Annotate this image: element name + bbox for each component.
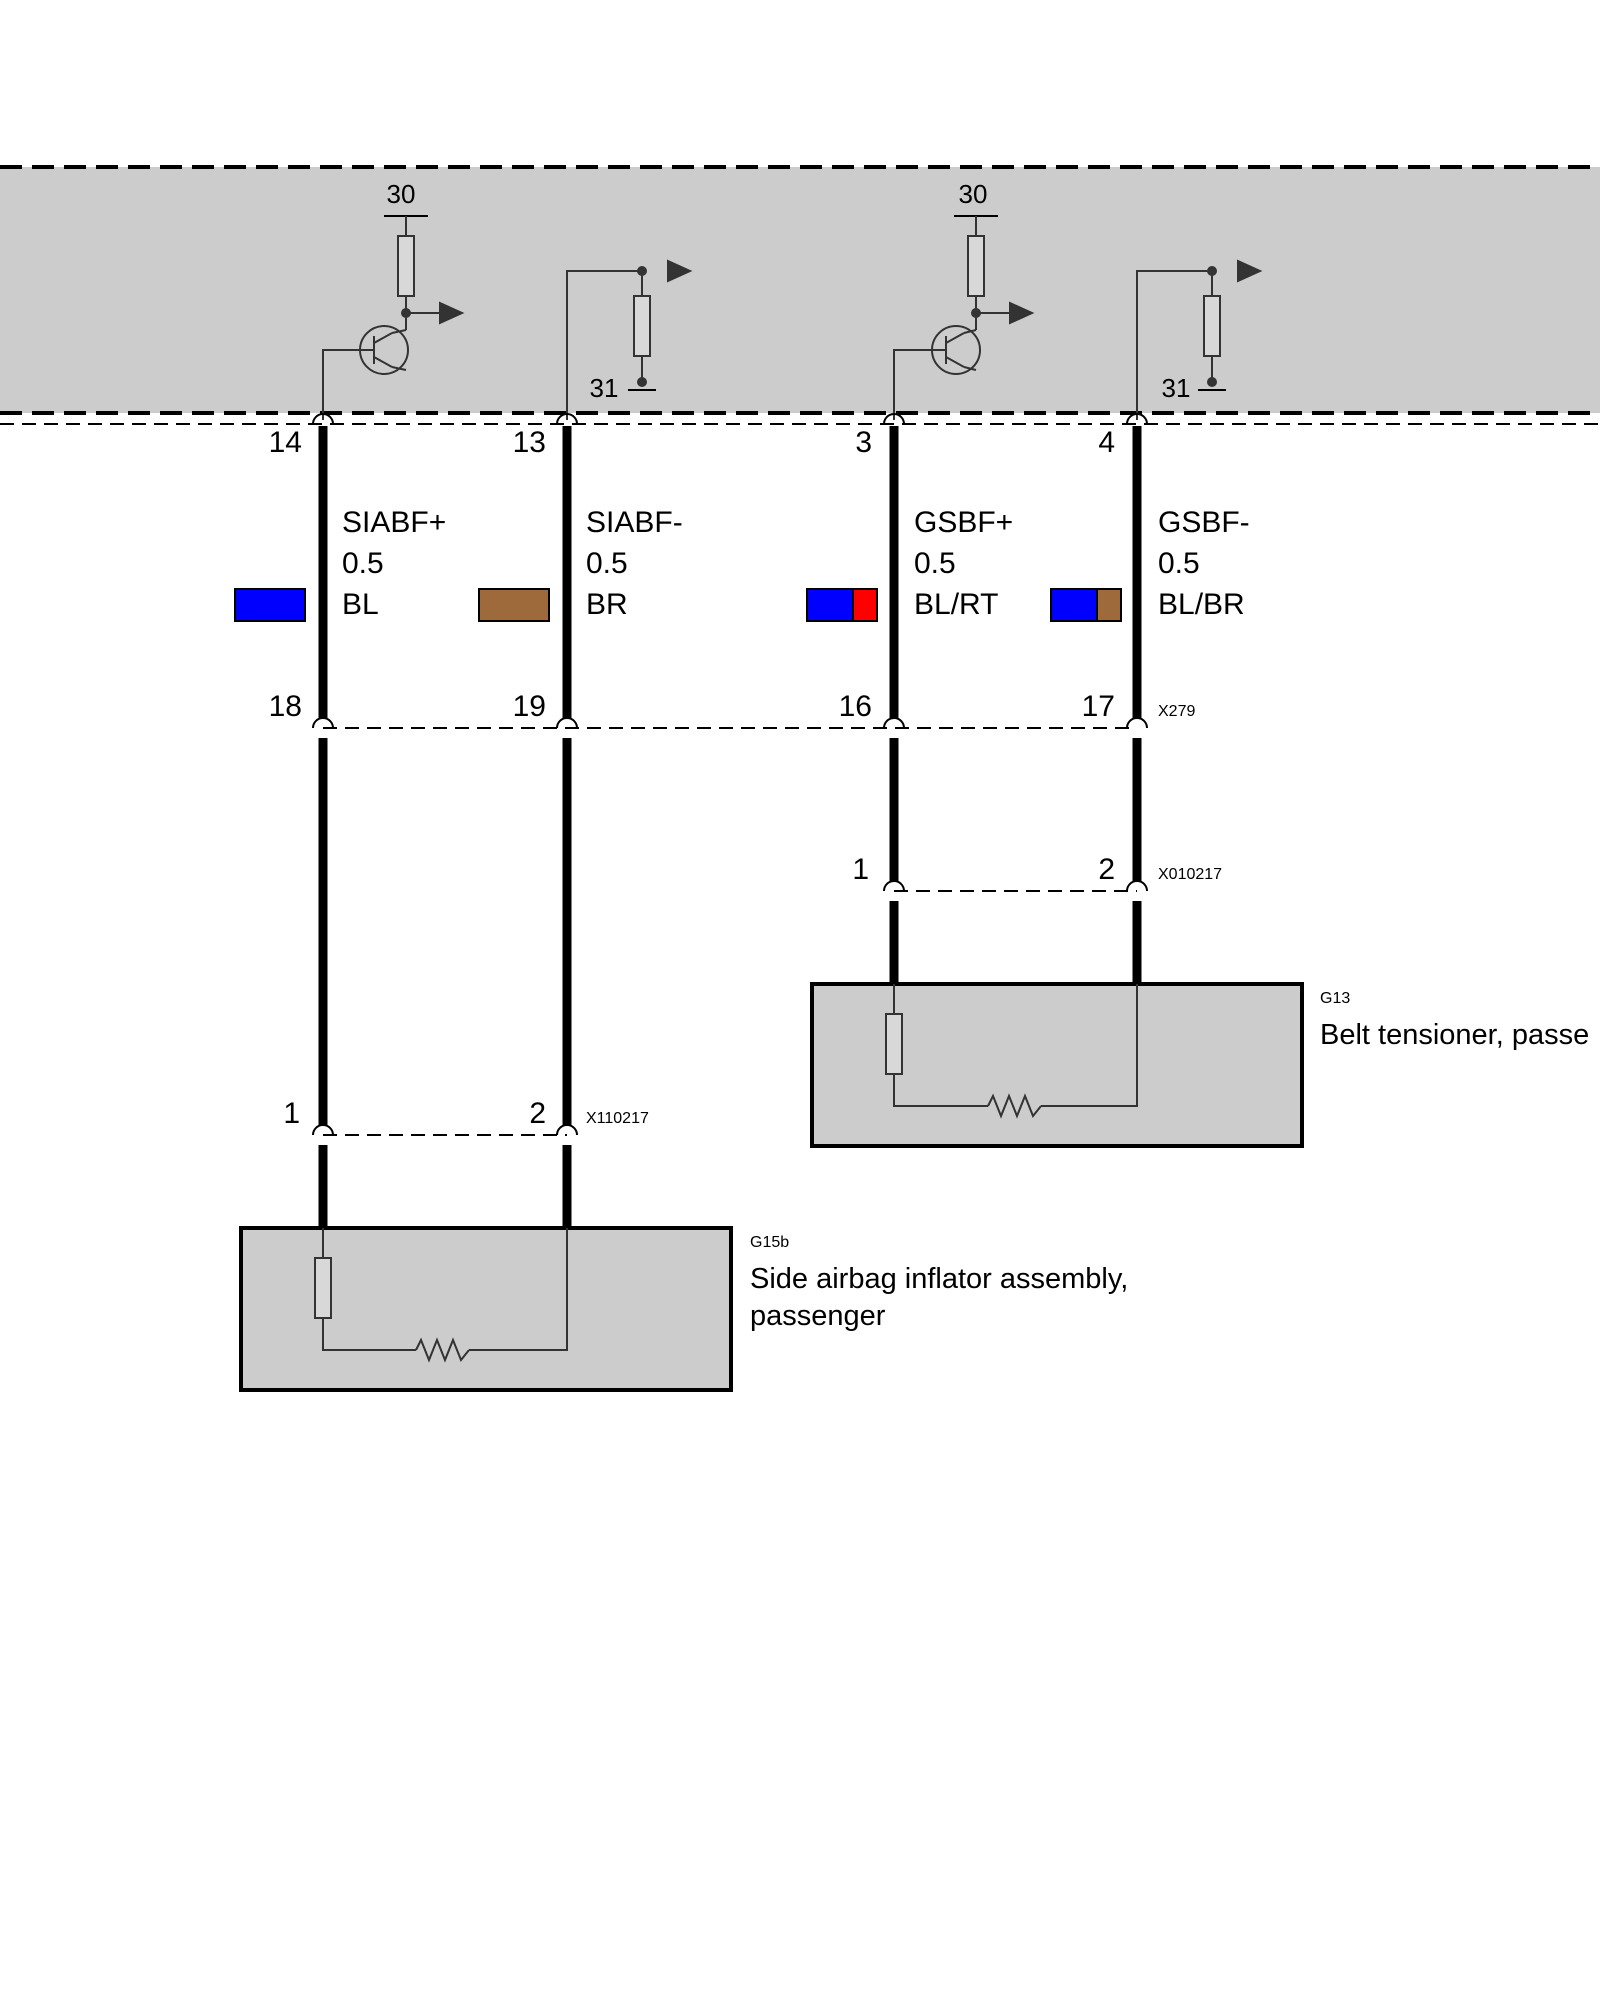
- component-g13-box: [810, 982, 1304, 1148]
- wire-4-color-code: BL/BR: [1158, 588, 1245, 621]
- x110217-pin-1: 1: [283, 1097, 300, 1130]
- connector-x010217-code: X010217: [1158, 866, 1222, 883]
- wire-3-signal: GSBF+: [914, 506, 1013, 539]
- pin-17: 17: [1082, 690, 1115, 723]
- pin-16: 16: [839, 690, 872, 723]
- supply-label-30-2: 30: [959, 179, 988, 209]
- component-g15b-box: [239, 1226, 733, 1392]
- wire-bundle: [318, 426, 1142, 1228]
- pin-13: 13: [513, 426, 546, 459]
- component-g15b-description-line-2: passenger: [750, 1300, 886, 1332]
- x110217-pin-2: 2: [529, 1097, 546, 1130]
- sense-network-2: [1136, 259, 1263, 420]
- wire-1-color-swatch: [234, 588, 306, 622]
- transistor-output-1: [322, 215, 465, 420]
- pin-contacts: [312, 413, 1148, 1136]
- transistor-output-2: [893, 215, 1035, 420]
- wire-3-color-code: BL/RT: [914, 588, 998, 621]
- wire-2-signal: SIABF-: [586, 506, 683, 539]
- ground-label-31-2: 31: [1162, 373, 1191, 403]
- pin-14: 14: [269, 426, 302, 459]
- pin-19: 19: [513, 690, 546, 723]
- connector-x279-code: X279: [1158, 703, 1195, 720]
- wire-2-size: 0.5: [586, 547, 628, 580]
- pin-4: 4: [1098, 426, 1115, 459]
- supply-label-30-1: 30: [387, 179, 416, 209]
- wire-4-signal: GSBF-: [1158, 506, 1250, 539]
- x010217-pin-1: 1: [852, 853, 869, 886]
- component-g15b-description-line-1: Side airbag inflator assembly,: [750, 1263, 1128, 1295]
- wire-1-signal: SIABF+: [342, 506, 446, 539]
- component-g13-description: Belt tensioner, passe: [1320, 1019, 1589, 1051]
- ground-label-31-1: 31: [590, 373, 619, 403]
- connector-x110217-code: X110217: [586, 1110, 649, 1127]
- control-unit-panel: [0, 165, 1600, 425]
- component-g15b-code: G15b: [750, 1234, 789, 1251]
- sense-network-1: [566, 259, 693, 420]
- pin-3: 3: [855, 426, 872, 459]
- wire-2-color-swatch: [478, 588, 550, 622]
- wire-4-size: 0.5: [1158, 547, 1200, 580]
- wire-4-color-swatch: [1050, 588, 1122, 622]
- wire-3-size: 0.5: [914, 547, 956, 580]
- wire-1-size: 0.5: [342, 547, 384, 580]
- pin-18: 18: [269, 690, 302, 723]
- x010217-pin-2: 2: [1098, 853, 1115, 886]
- wire-1-color-code: BL: [342, 588, 379, 621]
- wire-2-color-code: BR: [586, 588, 628, 621]
- component-g13-code: G13: [1320, 990, 1350, 1007]
- wire-3-color-swatch: [806, 588, 878, 622]
